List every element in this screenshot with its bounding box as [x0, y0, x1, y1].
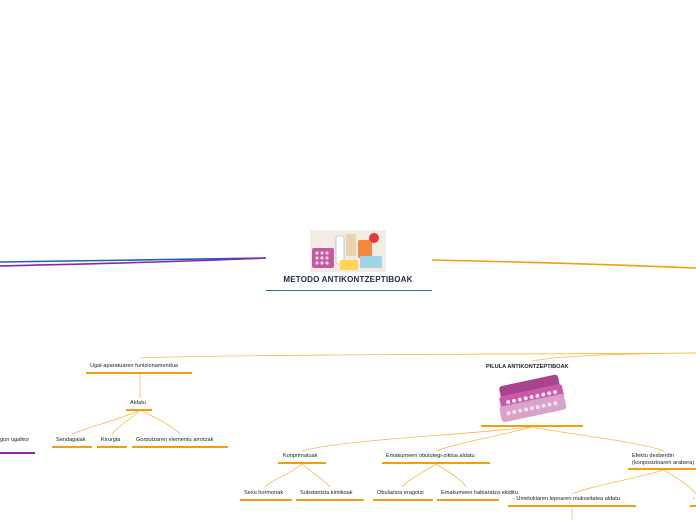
pilula-node[interactable]: PILULA ANTIKONTZEPTIBOAK [486, 364, 569, 370]
sendagaiak-node[interactable]: Sendagaiak [56, 437, 86, 443]
root-title[interactable]: METODO ANTIKONTZEPTIBOAK [283, 275, 413, 284]
aldatu-underline [126, 409, 152, 411]
aldatu-node[interactable]: Aldatu [130, 400, 146, 406]
kirurgia-node[interactable]: Kirurgia [101, 437, 121, 443]
obulazioa-underline [373, 499, 433, 501]
sexu-hormonak-underline [240, 499, 292, 501]
substantzia-node[interactable]: Substantzia kimikoak [300, 490, 353, 496]
konprimatuak-underline [278, 462, 326, 464]
pill-pack-image [499, 374, 567, 423]
kirurgia-underline [97, 446, 127, 448]
left-purple-connector [0, 257, 267, 267]
efektu-sibling-underline [690, 505, 696, 507]
gorputzaren-node[interactable]: Gorputzaren elementu arrotzak [136, 437, 214, 443]
connector-ugal [139, 352, 696, 359]
left-branch-label[interactable]: gun ugalkor [0, 437, 30, 443]
obulazioa-node[interactable]: Obulazioa eragotzi [377, 490, 424, 496]
pilula-underline [481, 425, 583, 427]
efektu-node[interactable]: Efektu desberdin (konposizioaren arabera… [632, 453, 694, 466]
ugal-node[interactable]: Ugal-aparatuaren funtzionamendua [90, 363, 179, 369]
efektu-line1: Efektu desberdin [632, 453, 674, 459]
contraceptives-image [310, 230, 386, 272]
umetokiaren-node[interactable]: - Umetokiaren lepoaren mukositatea aldat… [513, 496, 620, 502]
zikloa-node[interactable]: Emakumeen obulutegi-zikloa aldatu [386, 453, 475, 459]
root-underline [266, 290, 432, 291]
habiaratza-node[interactable]: Emakumeen habiaratza ekiditu [441, 490, 518, 496]
ugal-underline [86, 372, 192, 374]
gorputzaren-underline [132, 446, 228, 448]
efektu-line2: (konposizioaren arabera) [632, 459, 695, 466]
efektu-underline [628, 468, 696, 470]
left-branch-underline [0, 452, 35, 454]
sexu-hormonak-node[interactable]: Sexu hormonak [244, 490, 284, 496]
connector-pilula [531, 352, 696, 362]
zikloa-underline [382, 462, 490, 464]
habiaratza-underline [437, 499, 499, 501]
sendagaiak-underline [52, 446, 92, 448]
efektu-sibling-dash: - [693, 496, 695, 502]
konprimatuak-node[interactable]: Konprimatuak [283, 453, 318, 459]
umetokiaren-underline [508, 505, 636, 507]
substantzia-underline [296, 499, 364, 501]
right-orange-connector [431, 259, 696, 269]
